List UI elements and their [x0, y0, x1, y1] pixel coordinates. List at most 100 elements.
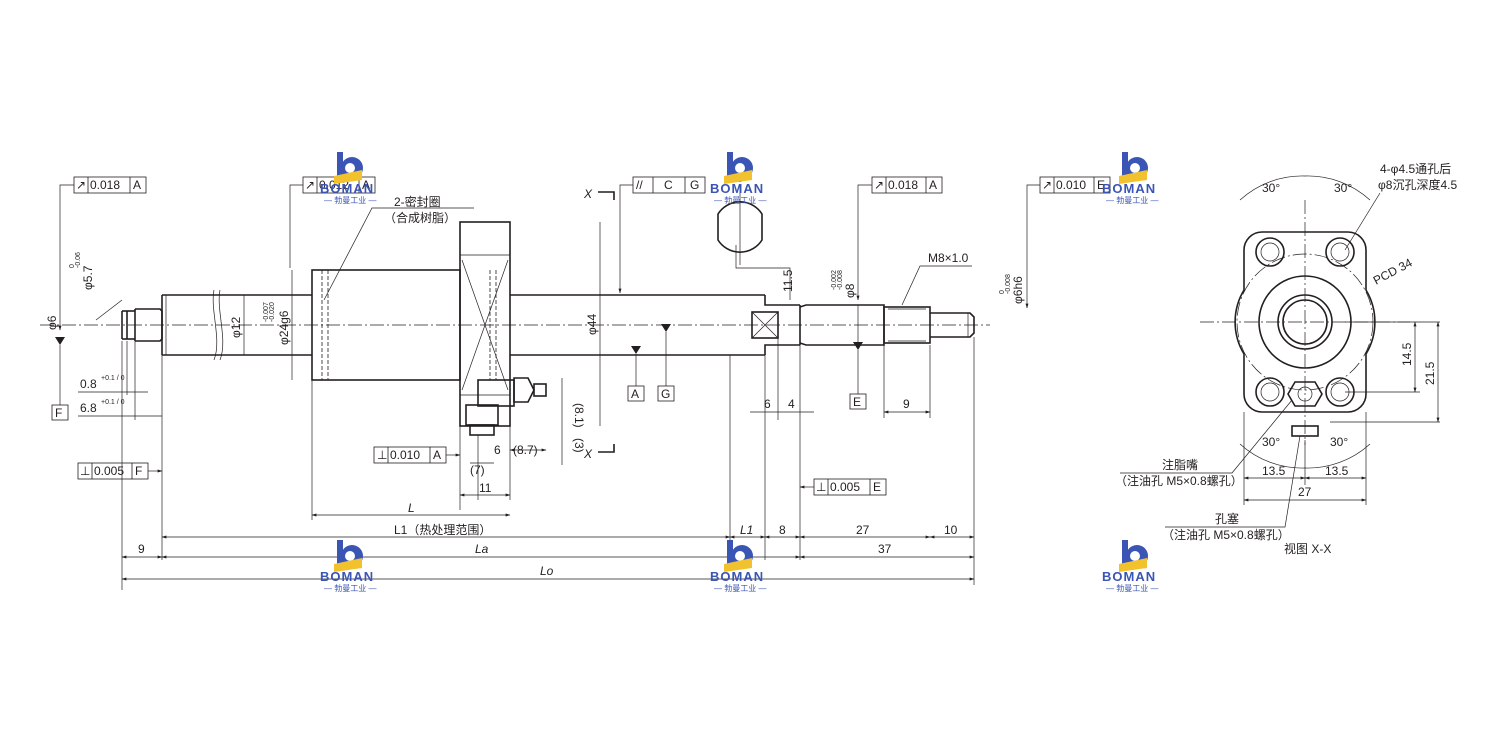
svg-text:G: G	[690, 178, 699, 192]
svg-text:E: E	[1097, 178, 1105, 192]
svg-text:— 勃曼工业 —: — 勃曼工业 —	[1106, 583, 1158, 593]
dia-8: φ8 -0.002 -0.008	[831, 270, 857, 298]
watermark-logo-5: BOMAN — 勃曼工业 —	[710, 540, 766, 593]
svg-text:BOMAN: BOMAN	[320, 569, 374, 584]
svg-text:视图 X-X: 视图 X-X	[1284, 541, 1331, 556]
svg-text:27: 27	[856, 523, 870, 537]
svg-text:BOMAN: BOMAN	[1102, 569, 1156, 584]
watermark-logo-4: BOMAN — 勃曼工业 —	[320, 540, 376, 593]
dia-24g6: φ24g6 -0.007 -0.020	[263, 270, 293, 380]
thread-callout: M8×1.0	[901, 251, 972, 306]
svg-text:8: 8	[779, 523, 786, 537]
svg-text:φ8沉孔深度4.5: φ8沉孔深度4.5	[1378, 177, 1457, 192]
svg-text:（合成树脂）: （合成树脂）	[384, 210, 456, 225]
svg-text:2-密封圈: 2-密封圈	[394, 194, 441, 209]
svg-text:9: 9	[138, 542, 145, 556]
svg-text:0.005: 0.005	[830, 480, 860, 494]
svg-text:— 勃曼工业 —: — 勃曼工业 —	[324, 195, 376, 205]
section-mark-top: X	[583, 187, 615, 201]
svg-text:X: X	[583, 187, 593, 201]
svg-text:A: A	[631, 387, 639, 401]
tolerance-frame-3: // C G	[618, 176, 706, 294]
svg-text:↗: ↗	[305, 178, 315, 192]
tolerance-frame-8: ⊥ 0.005 E	[799, 478, 887, 496]
screw-shaft	[40, 289, 990, 361]
svg-text:↗: ↗	[874, 178, 884, 192]
svg-text:11: 11	[479, 481, 492, 495]
svg-text:30°: 30°	[1262, 181, 1280, 195]
svg-text:A: A	[362, 178, 370, 192]
svg-text:↗: ↗	[76, 178, 86, 192]
tolerance-frame-1: ↗ 0.018 A	[58, 176, 147, 331]
svg-text:9: 9	[903, 397, 910, 411]
svg-text:φ6h6: φ6h6	[1011, 276, 1025, 304]
svg-text:30°: 30°	[1330, 435, 1348, 449]
svg-text:30°: 30°	[1334, 181, 1352, 195]
svg-text:M8×1.0: M8×1.0	[928, 251, 969, 265]
svg-text:13.5: 13.5	[1325, 464, 1349, 478]
svg-text:（注油孔 M5×0.8螺孔）: （注油孔 M5×0.8螺孔）	[1115, 473, 1243, 488]
svg-text:— 勃曼工业 —: — 勃曼工业 —	[1106, 195, 1158, 205]
svg-text:0.005: 0.005	[94, 464, 124, 478]
svg-text:φ5.7: φ5.7	[81, 265, 95, 290]
svg-text:11.5: 11.5	[781, 269, 795, 292]
svg-text:30°: 30°	[1262, 435, 1280, 449]
tolerance-frame-5: ↗ 0.010 E	[1025, 176, 1111, 309]
watermark-logo-2: BOMAN — 勃曼工业 —	[710, 152, 766, 205]
svg-text:⊥: ⊥	[377, 448, 387, 462]
svg-text:L1: L1	[740, 523, 753, 537]
svg-text:6.8: 6.8	[80, 401, 97, 415]
end-view: 30° 30° 30° 30° 4-φ4.5通孔后 φ8沉孔深度4.5 PCD …	[1115, 162, 1457, 556]
svg-text:0: 0	[69, 264, 76, 268]
svg-text:G: G	[661, 387, 670, 401]
svg-text:0.010: 0.010	[1056, 178, 1086, 192]
ball-nut	[311, 221, 547, 436]
dia-44: φ44	[585, 222, 601, 426]
svg-text:φ24g6: φ24g6	[277, 310, 291, 345]
svg-text:-0.06: -0.06	[75, 252, 82, 268]
svg-text:⊥: ⊥	[80, 464, 90, 478]
svg-text:-0.007: -0.007	[263, 302, 270, 322]
svg-text:37: 37	[878, 542, 892, 556]
svg-text:10: 10	[944, 523, 958, 537]
svg-text:13.5: 13.5	[1262, 464, 1286, 478]
tolerance-frame-7: ⊥ 0.005 F	[77, 462, 163, 480]
svg-text:0: 0	[999, 290, 1006, 294]
svg-text:BOMAN: BOMAN	[1102, 181, 1156, 196]
svg-text:-0.008: -0.008	[837, 270, 844, 290]
svg-text:φ6: φ6	[45, 315, 59, 330]
svg-text:E: E	[853, 395, 861, 409]
svg-text:+0.1 / 0: +0.1 / 0	[101, 375, 125, 382]
datum-e: E	[849, 342, 867, 410]
watermark-logo-1: BOMAN — 勃曼工业 —	[320, 152, 376, 205]
svg-text:(8.1): (8.1)	[572, 403, 586, 428]
svg-text:— 勃曼工业 —: — 勃曼工业 —	[714, 195, 766, 205]
section-flat-view	[717, 185, 791, 300]
svg-text:A: A	[929, 178, 937, 192]
dia-6: φ6	[45, 315, 59, 330]
svg-text:-0.008: -0.008	[1005, 274, 1012, 294]
watermark-logo-3: BOMAN — 勃曼工业 —	[1102, 152, 1158, 205]
svg-text:A: A	[433, 448, 441, 462]
svg-text:X: X	[583, 447, 593, 461]
datum-a: A	[627, 346, 645, 402]
svg-text:La: La	[475, 542, 489, 556]
svg-text:φ12: φ12	[229, 317, 243, 338]
svg-text:-0.020: -0.020	[269, 302, 276, 322]
svg-text:0.010: 0.010	[390, 448, 420, 462]
svg-text:φ44: φ44	[585, 314, 599, 335]
svg-text:— 勃曼工业 —: — 勃曼工业 —	[714, 583, 766, 593]
svg-text:注脂嘴: 注脂嘴	[1162, 457, 1198, 472]
svg-text:Lo: Lo	[540, 564, 554, 578]
svg-text:4: 4	[788, 397, 795, 411]
datum-g: G	[657, 324, 675, 402]
svg-text:↗: ↗	[1042, 178, 1052, 192]
svg-text://: //	[636, 178, 643, 192]
section-mark-bottom: X	[583, 444, 615, 461]
svg-text:F: F	[55, 406, 62, 420]
tolerance-frame-6: ⊥ 0.010 A	[373, 446, 461, 464]
svg-text:BOMAN: BOMAN	[320, 181, 374, 196]
svg-text:⊥: ⊥	[816, 480, 826, 494]
dia-6h6: φ6h6 0 -0.008	[999, 274, 1025, 304]
